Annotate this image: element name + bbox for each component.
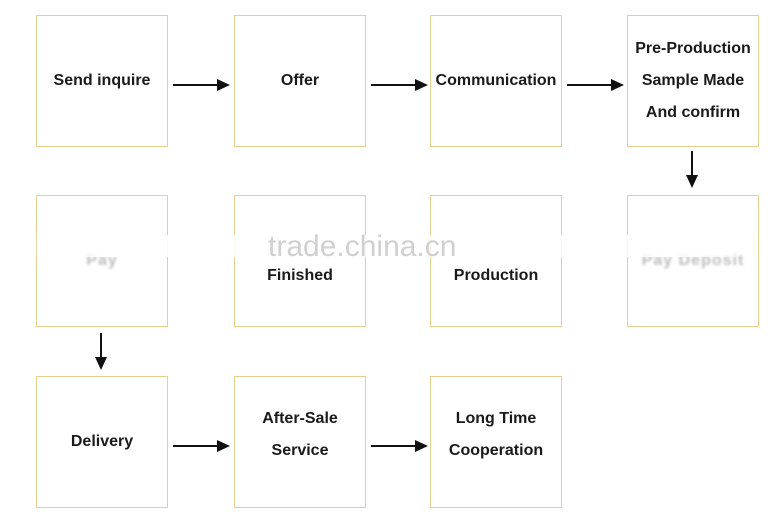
step-label: Pre-Production Sample Made And confirm	[635, 40, 751, 121]
step-offer: Offer	[234, 15, 366, 147]
step-delivery: Delivery	[36, 376, 168, 508]
step-label: Send inquire	[53, 72, 151, 89]
step-label: Finished	[267, 267, 333, 284]
step-label: Long Time Cooperation	[448, 410, 544, 459]
step-label: Production	[453, 267, 539, 284]
step-pay-balance: Pay	[36, 195, 168, 327]
arrow-right-icon	[371, 78, 429, 92]
step-pay-deposit: Pay Deposit	[627, 195, 759, 327]
step-send-inquire: Send inquire	[36, 15, 168, 147]
step-after-sale: After-Sale Service	[234, 376, 366, 508]
arrow-right-icon	[173, 78, 231, 92]
step-label: Offer	[280, 72, 320, 89]
step-communication: Communication	[430, 15, 562, 147]
arrow-right-icon	[173, 439, 231, 453]
arrow-down-icon	[94, 333, 108, 371]
arrow-down-icon	[685, 151, 699, 189]
step-pre-production: Pre-Production Sample Made And confirm	[627, 15, 759, 147]
arrow-right-icon	[567, 78, 625, 92]
step-label: Pay	[86, 252, 118, 269]
step-finished: Finished	[234, 195, 366, 327]
arrow-right-icon	[371, 439, 429, 453]
step-label: Pay Deposit	[641, 252, 745, 269]
step-long-time: Long Time Cooperation	[430, 376, 562, 508]
step-label: Delivery	[70, 433, 134, 450]
step-label: Communication	[435, 72, 557, 89]
step-label: After-Sale Service	[262, 410, 338, 459]
step-production: Production	[430, 195, 562, 327]
